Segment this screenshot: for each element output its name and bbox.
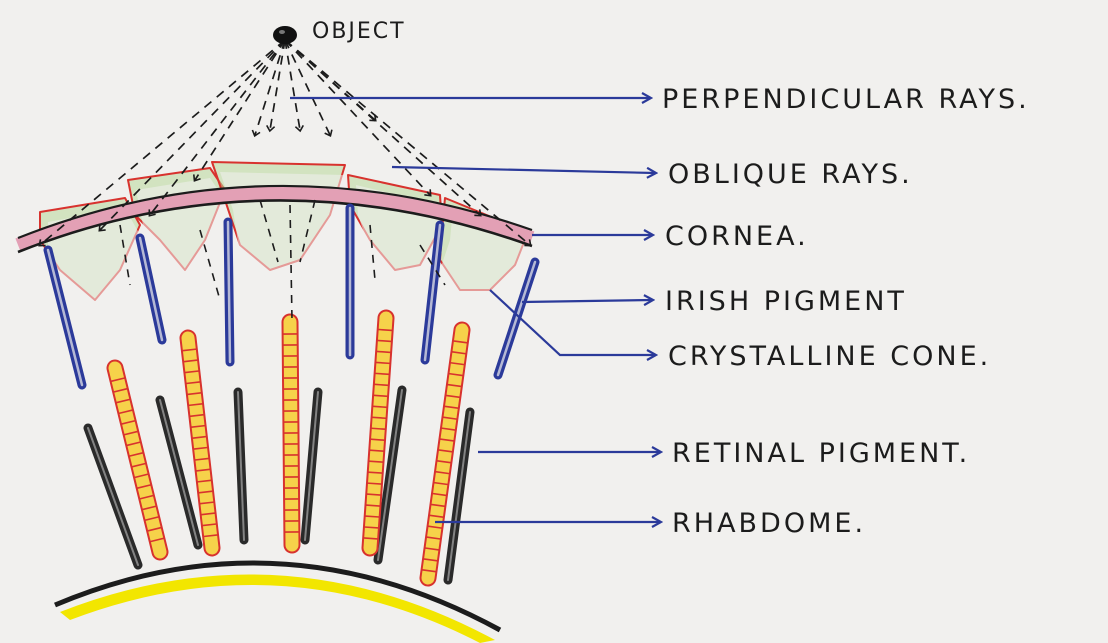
label-perpendicular-rays: PERPENDICULAR RAYS. [662,84,1030,115]
ray-8 [285,40,330,135]
object-dot [273,26,297,44]
label-irish-pigment: IRISH PIGMENT [665,286,907,317]
label-crystalline-cone: CRYSTALLINE CONE. [668,341,991,372]
label-oblique-rays: OBLIQUE RAYS. [668,159,913,190]
pointer-irish-pigment [522,300,652,302]
ray-4 [195,40,285,180]
label-cornea: CORNEA. [665,221,809,252]
rhabdome-cells [111,318,467,578]
label-rhabdome: RHABDOME. [672,508,866,539]
label-retinal-pigment: RETINAL PIGMENT. [672,438,970,469]
object-label: OBJECT [312,19,406,44]
